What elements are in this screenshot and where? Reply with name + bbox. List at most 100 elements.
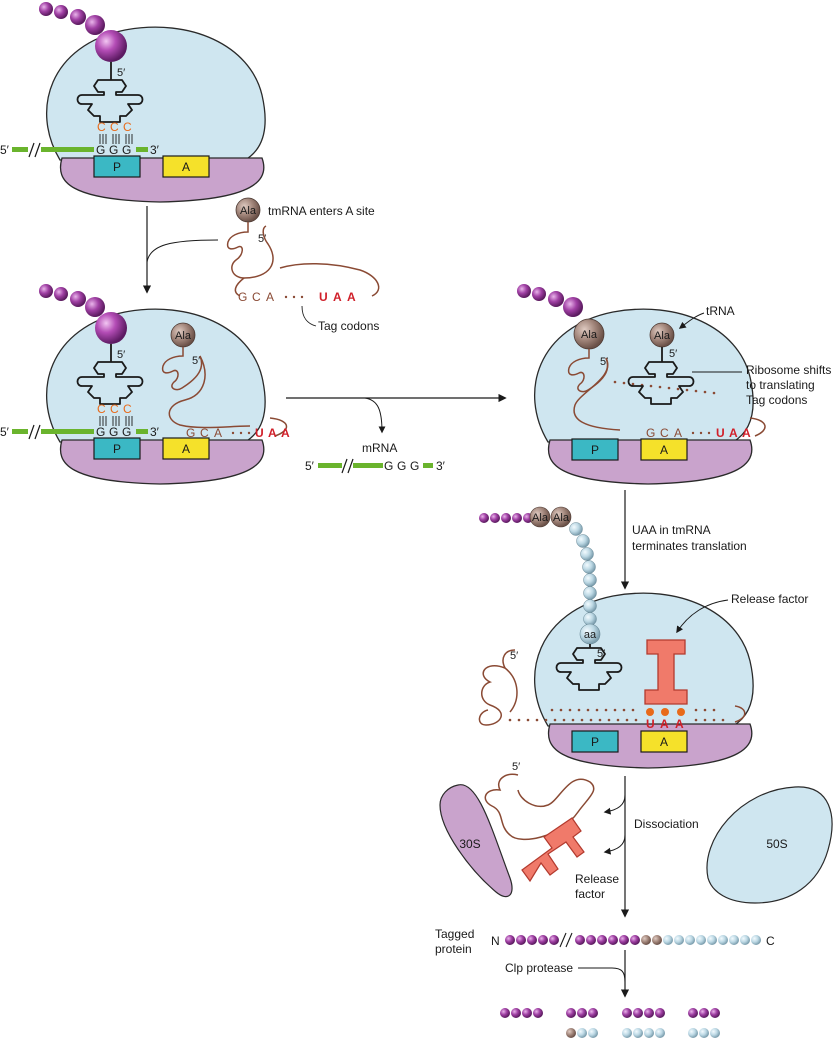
released-30s [439,784,513,898]
mrna-three-prime: 3′ [150,143,160,157]
tmrna-five-prime: 5′ [192,355,200,367]
trna-five-prime: 5′ [669,348,677,360]
a-site [162,155,210,178]
a-site-label: A [660,735,668,749]
tag-codons-label: Tag codons [318,319,379,333]
uaa-terminates-line1: UAA in tmRNA [632,523,711,537]
ribosome-shifts-line1: Ribosome shifts [746,363,831,377]
ala-tag-1: Ala [532,512,549,524]
released-codon-2: G [397,459,406,473]
tmrna-five-prime: 5′ [258,233,266,245]
released-codon-3: G [410,459,419,473]
tag-stop-a2: A [347,290,356,304]
mrna-five-prime: 5′ [0,425,10,439]
release-factor-line2: factor [575,887,605,901]
dissociation-branch-1 [603,794,626,815]
nascent-peptide [39,284,127,344]
ala-label: Ala [240,205,257,217]
tmrna-loop [478,649,516,726]
anticodon-1: C [97,402,106,416]
p-site [93,155,141,178]
ala-tag-2: Ala [553,512,570,524]
mrna-strand [12,424,148,440]
stop-u: U [646,717,655,731]
five-prime-label: 5′ [117,67,125,79]
base-pairing [99,134,133,144]
tagged-protein-beads [505,932,761,948]
a-site-label: A [182,160,190,174]
tag-stop-a2: A [281,426,290,440]
tag-stop-a1: A [333,290,342,304]
release-factor-label: Release factor [731,592,808,606]
ala-p-label: Ala [581,329,598,341]
tag-stop-u: U [716,426,725,440]
anticodon-3: C [123,402,132,416]
trna-five-prime: 5′ [597,648,605,660]
five-prime-label: 5′ [117,349,125,361]
tag-stop-u: U [255,426,264,440]
mrna-five-prime: 5′ [0,143,10,157]
n-terminus: N [491,934,500,948]
p-site [571,438,619,461]
large-subunit [46,308,266,443]
mrna-release-arrow [364,397,386,434]
release-factor [644,639,688,705]
panel-ribosome-shift: Ala 5′ Ala 5′ tRNA Ribosome shifts to tr… [517,284,831,485]
base-pairing [99,416,133,426]
tag-codon-c: C [252,290,261,304]
stop-a2: A [675,717,684,731]
p-site [571,730,619,753]
release-factor-line1: Release [575,872,619,886]
p-site [93,437,141,460]
tag-codon-g: G [646,426,655,440]
mrna-strand [12,142,148,158]
c-terminus: C [766,934,775,948]
released-mrna: 5′ G G G 3′ [305,458,446,474]
p-site-label: P [113,160,121,174]
a-site-label: A [660,443,668,457]
anticodon-2: C [110,402,119,416]
codon-2: G [109,425,118,439]
released-codon-1: G [384,459,393,473]
tag-stop-a2: A [742,426,751,440]
degradation-fragments [500,1008,720,1038]
large-subunit [534,308,754,443]
rf-contact-1 [646,708,654,716]
panel-tmrna-in-a-site: 5′ C C C G G G 5′ 3′ Ala 5′ G C A [0,284,290,485]
tagged-trna [555,644,623,691]
tagged-protein: Tagged protein N [435,927,775,956]
alanyl-trna [627,347,695,405]
dissociated-products: 30S 50S 5′ Release factor [439,761,833,904]
tmrna-enters-label: tmRNA enters A site [268,204,375,218]
codon-1: G [96,143,105,157]
clp-protease-label: Clp protease [505,961,573,975]
incoming-tmrna: Ala tmRNA enters A site 5′ G C A U A A T… [226,197,380,333]
trna-label: tRNA [706,304,735,318]
nascent-peptide [39,2,127,62]
panel-termination: Ala Ala aa 5′ Release factor 5′ [478,506,808,769]
trna-pointer [678,312,705,329]
mrna-label: mRNA [362,441,397,455]
tag-codon-g: G [238,290,247,304]
tag-stop-u: U [319,290,328,304]
released-50s [706,786,833,904]
released-release-factor [521,817,585,883]
rf-contact-3 [677,708,685,716]
stop-a1: A [660,717,669,731]
large-subunit-label: 50S [766,837,787,851]
a-site-label: A [182,442,190,456]
dotted-tmrna-termination [508,708,725,722]
aa-label: aa [584,629,597,641]
small-subunit [59,439,265,485]
tagged-protein-line1: Tagged [435,927,474,941]
anticodon-3: C [123,120,132,134]
tag-codon-a: A [214,426,222,440]
large-subunit [534,592,754,727]
codon-3: G [122,143,131,157]
dissociation-branch-2 [603,834,626,855]
mrna-three-prime: 3′ [150,425,160,439]
codon-1: G [96,425,105,439]
tag-stop-a1: A [729,426,738,440]
a-site [162,437,210,460]
